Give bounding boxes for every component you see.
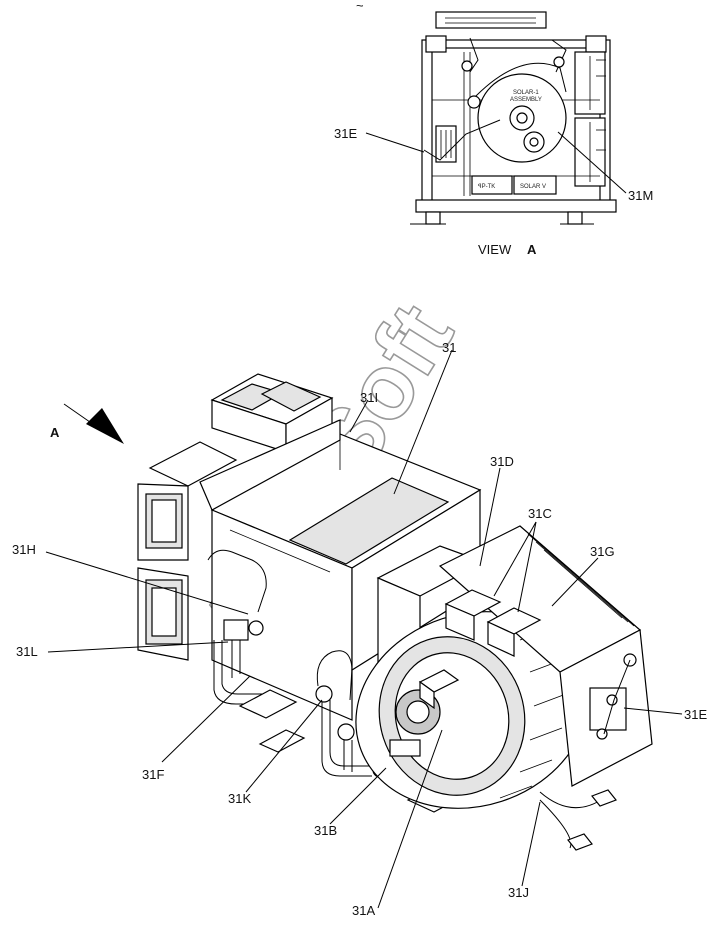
callout-31e: 31E: [684, 707, 707, 722]
callout-31a: 31A: [352, 903, 375, 918]
view-plate-text-2: ASSEMBLY: [510, 97, 542, 103]
callout-31d: 31D: [490, 454, 514, 469]
callout-31k: 31K: [228, 791, 251, 806]
callout-31c: 31C: [528, 506, 552, 521]
callout-31h: 31H: [12, 542, 36, 557]
callout-31f: 31F: [142, 767, 164, 782]
callout-31i: 31I: [360, 390, 378, 405]
view-direction-arrow: [63, 403, 124, 444]
callout-31b: 31B: [314, 823, 337, 838]
view-callout-31m: 31M: [628, 188, 653, 203]
callout-31: 31: [442, 340, 456, 355]
view-leader-31e: [365, 132, 425, 153]
view-caption-prefix: VIEW: [478, 242, 512, 257]
view-callout-31e: 31E: [334, 126, 357, 141]
view-a-drawing: [410, 11, 617, 225]
top-mark: ~: [356, 0, 364, 13]
view-caption-letter: A: [527, 242, 537, 257]
main-assembly: [137, 373, 653, 851]
leader-lines: [45, 349, 683, 909]
arrow-label: A: [50, 425, 60, 440]
callout-31g: 31G: [590, 544, 615, 559]
view-plate-text-sv: SOLAR V: [520, 184, 546, 190]
callout-31l: 31L: [16, 644, 38, 659]
view-plate-text-1: SOLAR-1: [513, 90, 539, 96]
view-plate-text-fp: ꟼP-TK: [478, 183, 495, 190]
view-leader-31m: [557, 131, 627, 194]
callout-31j: 31J: [508, 885, 529, 900]
